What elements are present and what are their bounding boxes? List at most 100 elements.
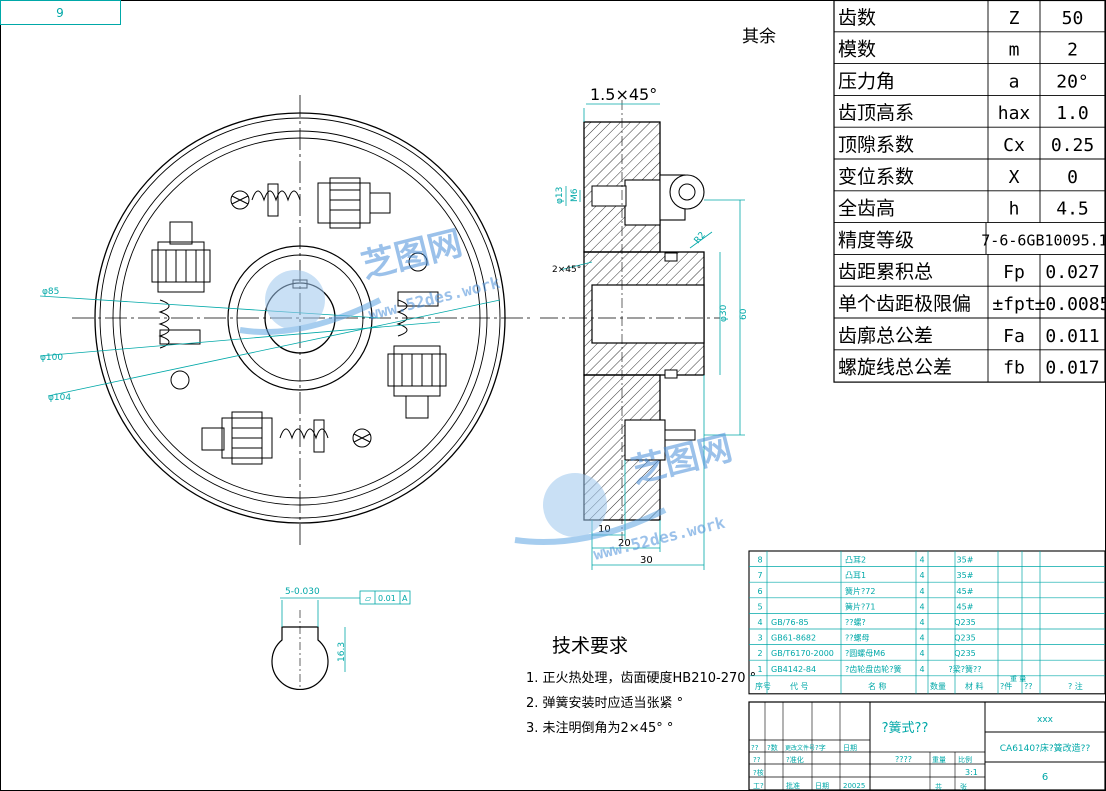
bom-name: ?圆螺母M6 [845,648,885,658]
bom-qty: 4 [919,571,924,580]
rev-date: 日期 [843,744,857,752]
rev-zone: ?数 [767,743,778,752]
bom-header-total: ?? [1024,682,1033,691]
flatness-symbol: ⏥ [365,594,372,603]
section-view-dimensions [559,103,745,570]
part-name: ?簧式?? [882,720,929,736]
section-view [540,100,720,540]
tb-review: ?核 [753,768,764,777]
tech-title: 技术要求 [552,635,628,657]
gear-param-name: 齿数 [838,7,876,29]
bom-qty: 4 [919,587,924,596]
gear-param-value: 0.011 [1045,326,1099,347]
keyway-detail: 5-0.030 16.3 ⏥ 0.01 A [271,587,411,691]
rev-change: 更改文件号 [785,744,815,752]
gear-param-name: 模数 [838,39,876,61]
bom-no: 8 [757,556,762,565]
dim-chamfer-left: 2×45° [552,265,581,275]
bom-name: ?齿轮盘齿轮?簧 [845,664,902,674]
bom-qty: 4 [919,556,924,565]
bom-code: GB4142-84 [771,665,816,674]
gear-param-name: 全齿高 [838,198,895,220]
bom-header-code: 代 号 [790,681,809,691]
dim-30: 30 [640,555,653,566]
title-block-text: ?簧式?? xxx CA6140?床?簧改造?? 6 ???? 重量 比例 3:… [751,715,1090,791]
bom-name: ??螺? [845,617,866,627]
gear-param-symbol: h [1009,199,1020,220]
bom-qty: 4 [919,665,924,674]
title-block [748,701,1106,791]
gear-param-value: 0.017 [1045,358,1099,379]
gear-param-name: 顶隙系数 [838,134,914,156]
flatness-value: 0.01 [378,594,396,603]
bom-qty: 4 [919,602,924,611]
bom-no: 2 [757,649,762,658]
gear-param-name: 压力角 [838,70,895,92]
dim-10: 10 [598,524,611,535]
gear-param-symbol: Fp [1003,262,1025,283]
bom-header-name: 名 称 [868,681,887,691]
sheet-total-label: 共 [935,782,942,791]
front-view [72,95,530,545]
gear-param-value: 0.25 [1051,135,1094,156]
bom-header-qty: 数量 [930,681,946,691]
tb-date: 日期 [815,782,829,790]
spring-assembly-bottom [201,411,372,465]
bom-name: 凸耳2 [845,556,866,565]
spring-assembly-top [230,177,391,229]
bom-no: 5 [757,602,762,611]
gear-param-symbol: fb [1003,358,1025,379]
gear-param-name: 螺旋线总公差 [838,357,952,379]
dim-20: 20 [618,538,631,549]
dim-d30: φ30 [719,304,729,322]
tb-design: ?? [753,756,761,764]
bom-header-note: ? 注 [1068,681,1083,691]
tb-approve: 批准 [786,781,800,790]
corner-number: 9 [56,6,64,20]
gear-param-name: 齿距累积总 [838,261,933,283]
dim-m6: M6 [570,188,580,202]
bom-code: GB/76-85 [771,618,809,627]
bom-code: GB61-8682 [771,634,816,643]
gear-param-symbol: ±fpt [992,294,1035,315]
bom-material: 45# [957,602,974,611]
gear-param-name: 齿顶高系 [838,102,914,124]
tb-standard: ?准化 [786,755,804,764]
bom-header-single: ?件 [1000,681,1012,691]
title-scale: 3:1 [965,768,978,777]
gear-param-name: 精度等级 [838,229,914,251]
drawing-no: CA6140?床?簧改造?? [1000,742,1091,754]
front-view-dimensions: φ85 φ100 φ104 [39,287,501,403]
gear-param-value: 20° [1056,71,1089,92]
dim-d100: φ100 [40,353,63,363]
bom-header-weight: 重 量 [1010,675,1026,683]
gear-param-value: 4.5 [1056,199,1089,220]
gear-param-symbol: a [1009,71,1020,92]
bom-material: Q235 [954,618,976,627]
gear-param-name: 变位系数 [838,166,914,188]
bom-header-no: 序号 [755,681,771,691]
company: xxx [1037,715,1054,725]
gear-param-value: 50 [1062,8,1084,29]
bom-material: 35# [957,571,974,580]
gear-param-symbol: X [1009,167,1020,188]
bom-no: 3 [757,634,762,643]
bom-name: 凸耳1 [845,571,866,580]
tech-item-3: 3. 未注明倒角为2×45° ° [526,721,673,736]
corner-box: 9 [0,0,121,25]
gear-param-value: 0 [1067,167,1078,188]
bom-no: 4 [757,618,762,627]
dim-key-width: 5-0.030 [285,587,320,597]
bom-name: ??螺母 [845,633,870,643]
dim-chamfer-top: 1.5×45° [590,85,657,104]
sheet-label: 张 [960,782,967,791]
gear-param-symbol: hax [998,103,1031,124]
tech-item-2: 2. 弹簧安装时应适当张紧 ° [526,695,683,711]
bom-no: 7 [757,571,762,580]
bom-no: 6 [757,587,762,596]
bom-name: 簧片?72 [845,586,875,596]
dim-d85: φ85 [42,287,59,297]
gear-param-value: 0.027 [1045,262,1099,283]
